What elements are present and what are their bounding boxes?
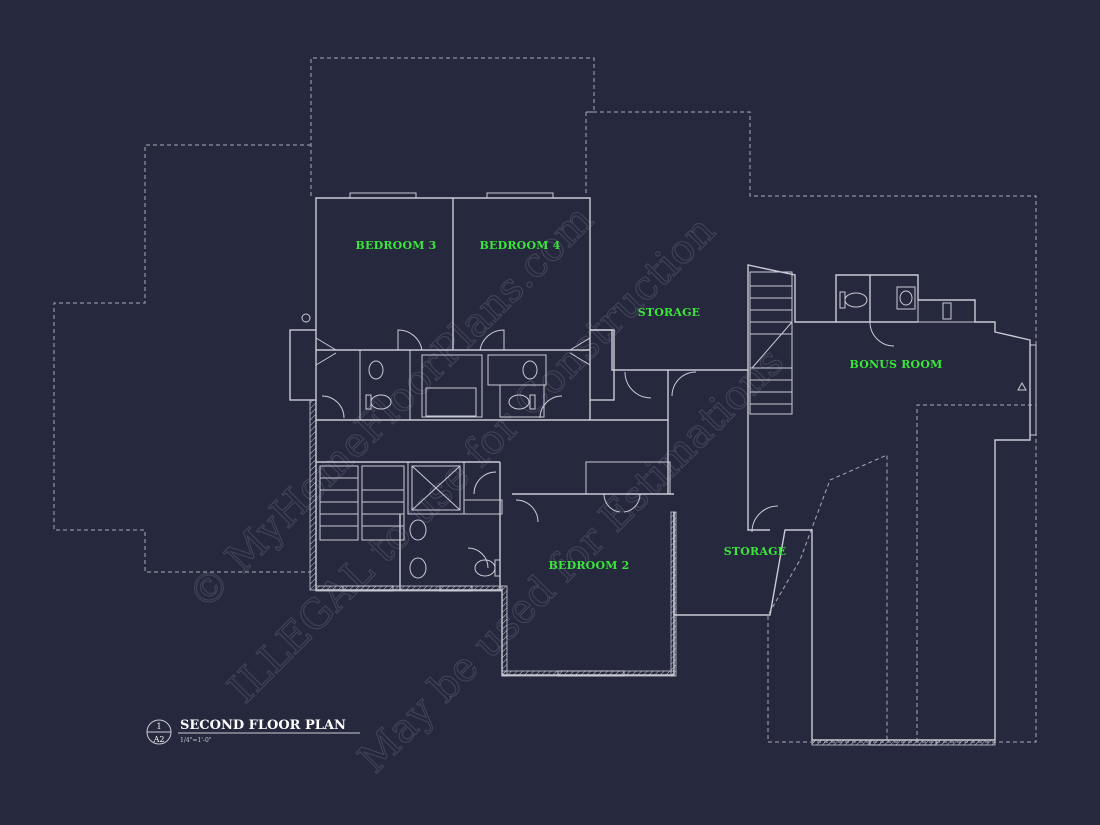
room-label-storage-lower: STORAGE [724, 545, 787, 558]
stairs [319, 271, 793, 541]
room-labels: BEDROOM 3 BEDROOM 4 STORAGE BONUS ROOM B… [356, 239, 943, 572]
callout-number: 1 [156, 722, 161, 731]
room-label-bedroom-4: BEDROOM 4 [480, 239, 561, 252]
drawing-title-block: 1 A2 SECOND FLOOR PLAN 1/4"=1'-0" [146, 718, 360, 745]
warning-triangle-icon [1017, 381, 1027, 391]
room-label-storage-upper: STORAGE [638, 306, 701, 319]
callout-sheet: A2 [153, 735, 165, 744]
watermark: © MyHomeFloorPlans.com ILLEGAL to use fo… [179, 196, 793, 783]
plan-title: SECOND FLOOR PLAN [180, 718, 346, 733]
roof-outline [53, 57, 1037, 743]
plan-scale: 1/4"=1'-0" [180, 737, 212, 744]
room-label-bonus-room: BONUS ROOM [850, 358, 943, 371]
room-label-bedroom-2: BEDROOM 2 [549, 559, 630, 572]
room-label-bedroom-3: BEDROOM 3 [356, 239, 437, 252]
chimney-vent-icon [301, 313, 311, 323]
door-swings [315, 321, 895, 569]
windows [342, 192, 1037, 746]
bath-fixtures [365, 286, 916, 579]
